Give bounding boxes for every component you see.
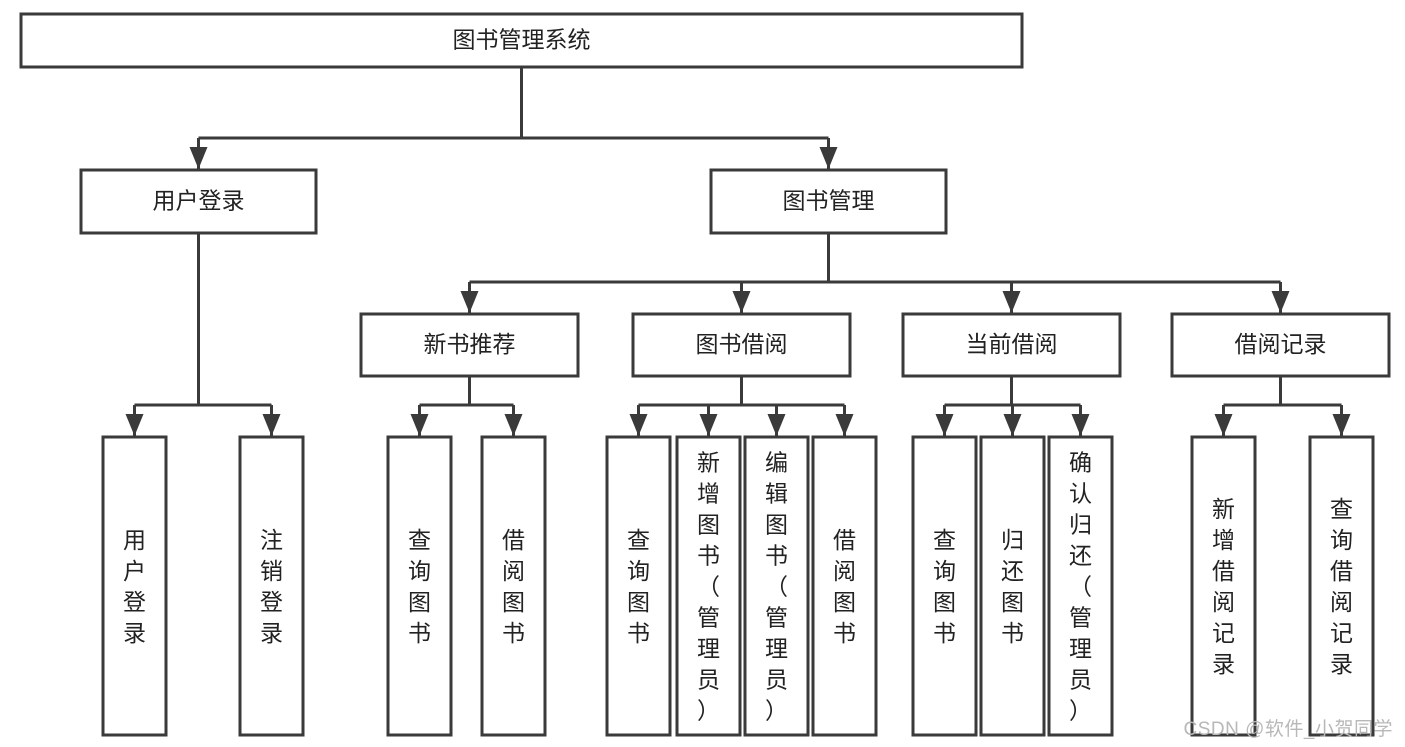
node-box[interactable] <box>901 312 1122 378</box>
arrow-head-icon <box>767 414 786 436</box>
arrow-head-icon <box>629 414 648 436</box>
node-leaf-query-book-1[interactable]: 查询图书 <box>386 435 453 737</box>
arrow-head-icon <box>1003 414 1022 436</box>
node-box[interactable] <box>19 12 1024 69</box>
node-box[interactable] <box>101 435 168 737</box>
arrow-head-icon <box>125 414 144 436</box>
watermark-label: CSDN @软件_小贺同学 <box>1183 719 1393 740</box>
arrow-head-icon <box>1271 291 1290 313</box>
node-box[interactable] <box>1308 435 1375 737</box>
node-leaf-borrow-book-2[interactable]: 借阅图书 <box>811 435 878 737</box>
node-box[interactable] <box>359 312 580 378</box>
node-label: 图书管理系统 <box>453 27 591 53</box>
node-new-book-recommend[interactable]: 新书推荐 <box>359 312 580 378</box>
node-label: 用户登录 <box>123 527 146 646</box>
arrow-head-icon <box>699 414 718 436</box>
arrow-head-icon <box>189 147 208 169</box>
node-leaf-query-book-2[interactable]: 查询图书 <box>605 435 672 737</box>
node-label: 新增借阅记录 <box>1212 496 1235 677</box>
arrow-head-icon <box>262 414 281 436</box>
arrow-head-icon <box>835 414 854 436</box>
node-book-borrow[interactable]: 图书借阅 <box>631 312 852 378</box>
node-current-borrow[interactable]: 当前借阅 <box>901 312 1122 378</box>
node-leaf-add-record[interactable]: 新增借阅记录 <box>1190 435 1257 737</box>
node-leaf-return-book[interactable]: 归还图书 <box>979 435 1046 737</box>
arrow-head-icon <box>460 291 479 313</box>
node-box[interactable] <box>979 435 1046 737</box>
node-root[interactable]: 图书管理系统 <box>19 12 1024 69</box>
arrow-head-icon <box>819 147 838 169</box>
node-label: 新书推荐 <box>424 331 516 357</box>
node-borrow-records[interactable]: 借阅记录 <box>1170 312 1391 378</box>
node-box[interactable] <box>480 435 547 737</box>
connector-layer <box>125 67 1351 436</box>
node-label: 借阅记录 <box>1235 331 1327 357</box>
node-box[interactable] <box>605 435 672 737</box>
node-label: 借阅图书 <box>833 527 856 646</box>
node-leaf-query-book-3[interactable]: 查询图书 <box>911 435 978 737</box>
node-box[interactable] <box>1047 435 1114 737</box>
arrow-head-icon <box>1214 414 1233 436</box>
node-box[interactable] <box>709 168 948 235</box>
node-box[interactable] <box>675 435 742 737</box>
arrow-head-icon <box>1002 291 1021 313</box>
node-box[interactable] <box>1170 312 1391 378</box>
node-label: 查询图书 <box>933 527 956 646</box>
node-layer: 图书管理系统用户登录图书管理新书推荐图书借阅当前借阅借阅记录用户登录注销登录查询… <box>19 12 1391 737</box>
node-box[interactable] <box>238 435 305 737</box>
arrow-head-icon <box>504 414 523 436</box>
node-box[interactable] <box>631 312 852 378</box>
node-book-management[interactable]: 图书管理 <box>709 168 948 235</box>
node-leaf-borrow-book-1[interactable]: 借阅图书 <box>480 435 547 737</box>
node-box[interactable] <box>79 168 318 235</box>
node-leaf-edit-book[interactable]: 编辑图书（管理员） <box>743 435 810 737</box>
node-box[interactable] <box>386 435 453 737</box>
node-label: 新增图书（管理员） <box>697 450 720 724</box>
node-label: 编辑图书（管理员） <box>765 450 788 724</box>
node-label: 当前借阅 <box>966 331 1058 357</box>
arrow-head-icon <box>410 414 429 436</box>
node-label: 查询图书 <box>627 527 650 646</box>
arrow-head-icon <box>935 414 954 436</box>
node-label: 用户登录 <box>153 188 245 214</box>
arrow-head-icon <box>1332 414 1351 436</box>
node-label: 确认归还（管理员） <box>1069 450 1092 724</box>
node-label: 归还图书 <box>1001 527 1024 646</box>
node-leaf-add-book[interactable]: 新增图书（管理员） <box>675 435 742 737</box>
node-leaf-confirm-return[interactable]: 确认归还（管理员） <box>1047 435 1114 737</box>
node-label: 图书管理 <box>783 188 875 214</box>
node-box[interactable] <box>1190 435 1257 737</box>
node-user-login[interactable]: 用户登录 <box>79 168 318 235</box>
node-leaf-logout[interactable]: 注销登录 <box>238 435 305 737</box>
node-label: 注销登录 <box>260 527 283 646</box>
node-leaf-query-record[interactable]: 查询借阅记录 <box>1308 435 1375 737</box>
node-label: 查询借阅记录 <box>1330 496 1353 677</box>
node-box[interactable] <box>811 435 878 737</box>
arrow-head-icon <box>732 291 751 313</box>
node-box[interactable] <box>911 435 978 737</box>
node-label: 借阅图书 <box>502 527 525 646</box>
node-leaf-user-login[interactable]: 用户登录 <box>101 435 168 737</box>
arrow-head-icon <box>1071 414 1090 436</box>
node-box[interactable] <box>743 435 810 737</box>
node-label: 查询图书 <box>408 527 431 646</box>
node-label: 图书借阅 <box>696 331 788 357</box>
